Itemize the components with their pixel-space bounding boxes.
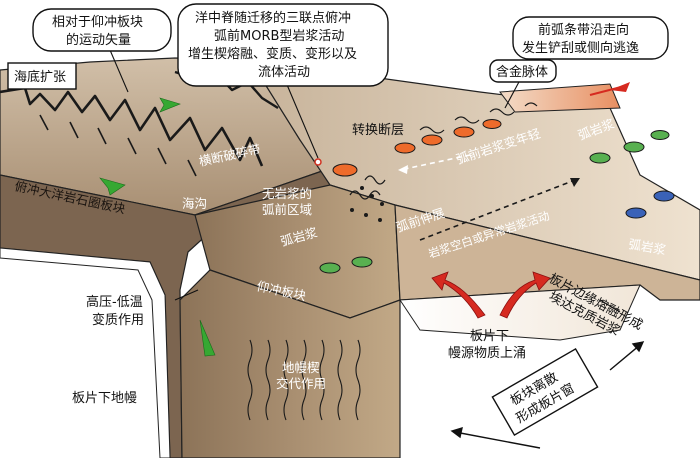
metasomatism-wavy-arrows [247, 339, 361, 421]
spreading-ridge-segment [499, 83, 621, 113]
forearc-young-arrowhead [398, 165, 408, 174]
mantle-upwelling-arrows [431, 271, 551, 319]
forearc-young-arrow [399, 154, 471, 171]
arc-gap-arrowhead [570, 178, 580, 187]
label-hp-lt-l1: 高压-低温 [86, 294, 143, 310]
callout-triple-junction [177, 3, 389, 87]
callout-motion-vector-l2: 的运动矢量 [66, 32, 131, 48]
label-gold-vein: 含金脉体 [496, 64, 548, 80]
label-mantle-wedge-l1: 地幔楔 [282, 360, 320, 375]
label-trench: 海沟 [182, 196, 207, 211]
label-upwelling-l2: 幔源物质上涌 [448, 346, 526, 361]
box-seafloor-spreading [7, 62, 77, 90]
fracture-ticks [39, 114, 197, 177]
label-arc-magma-3: 弧岩浆 [627, 236, 667, 257]
label-amagmatic-l1: 无岩浆的 [262, 186, 312, 201]
sub-slab-mantle-region [0, 250, 182, 458]
callout-triple-junction-l4: 流体活动 [258, 65, 310, 80]
label-hp-lt-l2: 变质作用 [92, 312, 144, 328]
triple-junction-marker [314, 158, 322, 166]
gold-vein-marks [349, 102, 538, 200]
callout-motion-vector-l1: 相对于仰冲板块 [52, 15, 143, 30]
slab-window-zone [399, 284, 641, 341]
arc-volcanoes-blue [625, 190, 675, 219]
amagmatic-rock-swarm [350, 186, 384, 222]
callout-forearc-escape-l2: 发生铲刮或侧向逃逸 [522, 40, 639, 56]
label-seafloor-spreading: 海底扩张 [14, 69, 66, 85]
label-upwelling-l1: 板片下 [470, 329, 509, 344]
ridge-escape-arrow [589, 82, 630, 96]
slab-lower-face [0, 247, 171, 458]
label-amagmatic-l2: 弧前区域 [262, 202, 312, 217]
callout-triple-junction-l2: 弧前MORB型岩浆活动 [214, 28, 344, 44]
callout-triple-junction-l1: 洋中脊随迁移的三联点俯冲 [195, 10, 351, 26]
forearc-volcanoes-orange [332, 119, 502, 177]
callout-forearc-escape [512, 16, 669, 60]
box-gold-vein [489, 59, 557, 83]
callout-slab-window: 板块离散 形成板片窗 [491, 347, 599, 437]
label-transform-fault: 转换断层 [352, 123, 404, 138]
callout-triple-junction-l3: 增生楔熔融、变质、变形以及 [188, 46, 357, 62]
callout-motion-vector [32, 8, 172, 52]
fracture-zone-ridges [0, 86, 264, 167]
label-sub-slab-mantle: 板片下地幔 [72, 391, 137, 406]
mantle-wedge-block [179, 269, 401, 458]
arc-volcanoes-green [319, 130, 670, 274]
plate-motion-arrows [99, 97, 216, 357]
callout-forearc-escape-l1: 前弧条带沿走向 [538, 22, 629, 38]
arc-gap-arrow [419, 179, 576, 241]
slab-window-double-arrow [450, 341, 645, 449]
label-mantle-wedge-l2: 交代作用 [276, 376, 326, 391]
